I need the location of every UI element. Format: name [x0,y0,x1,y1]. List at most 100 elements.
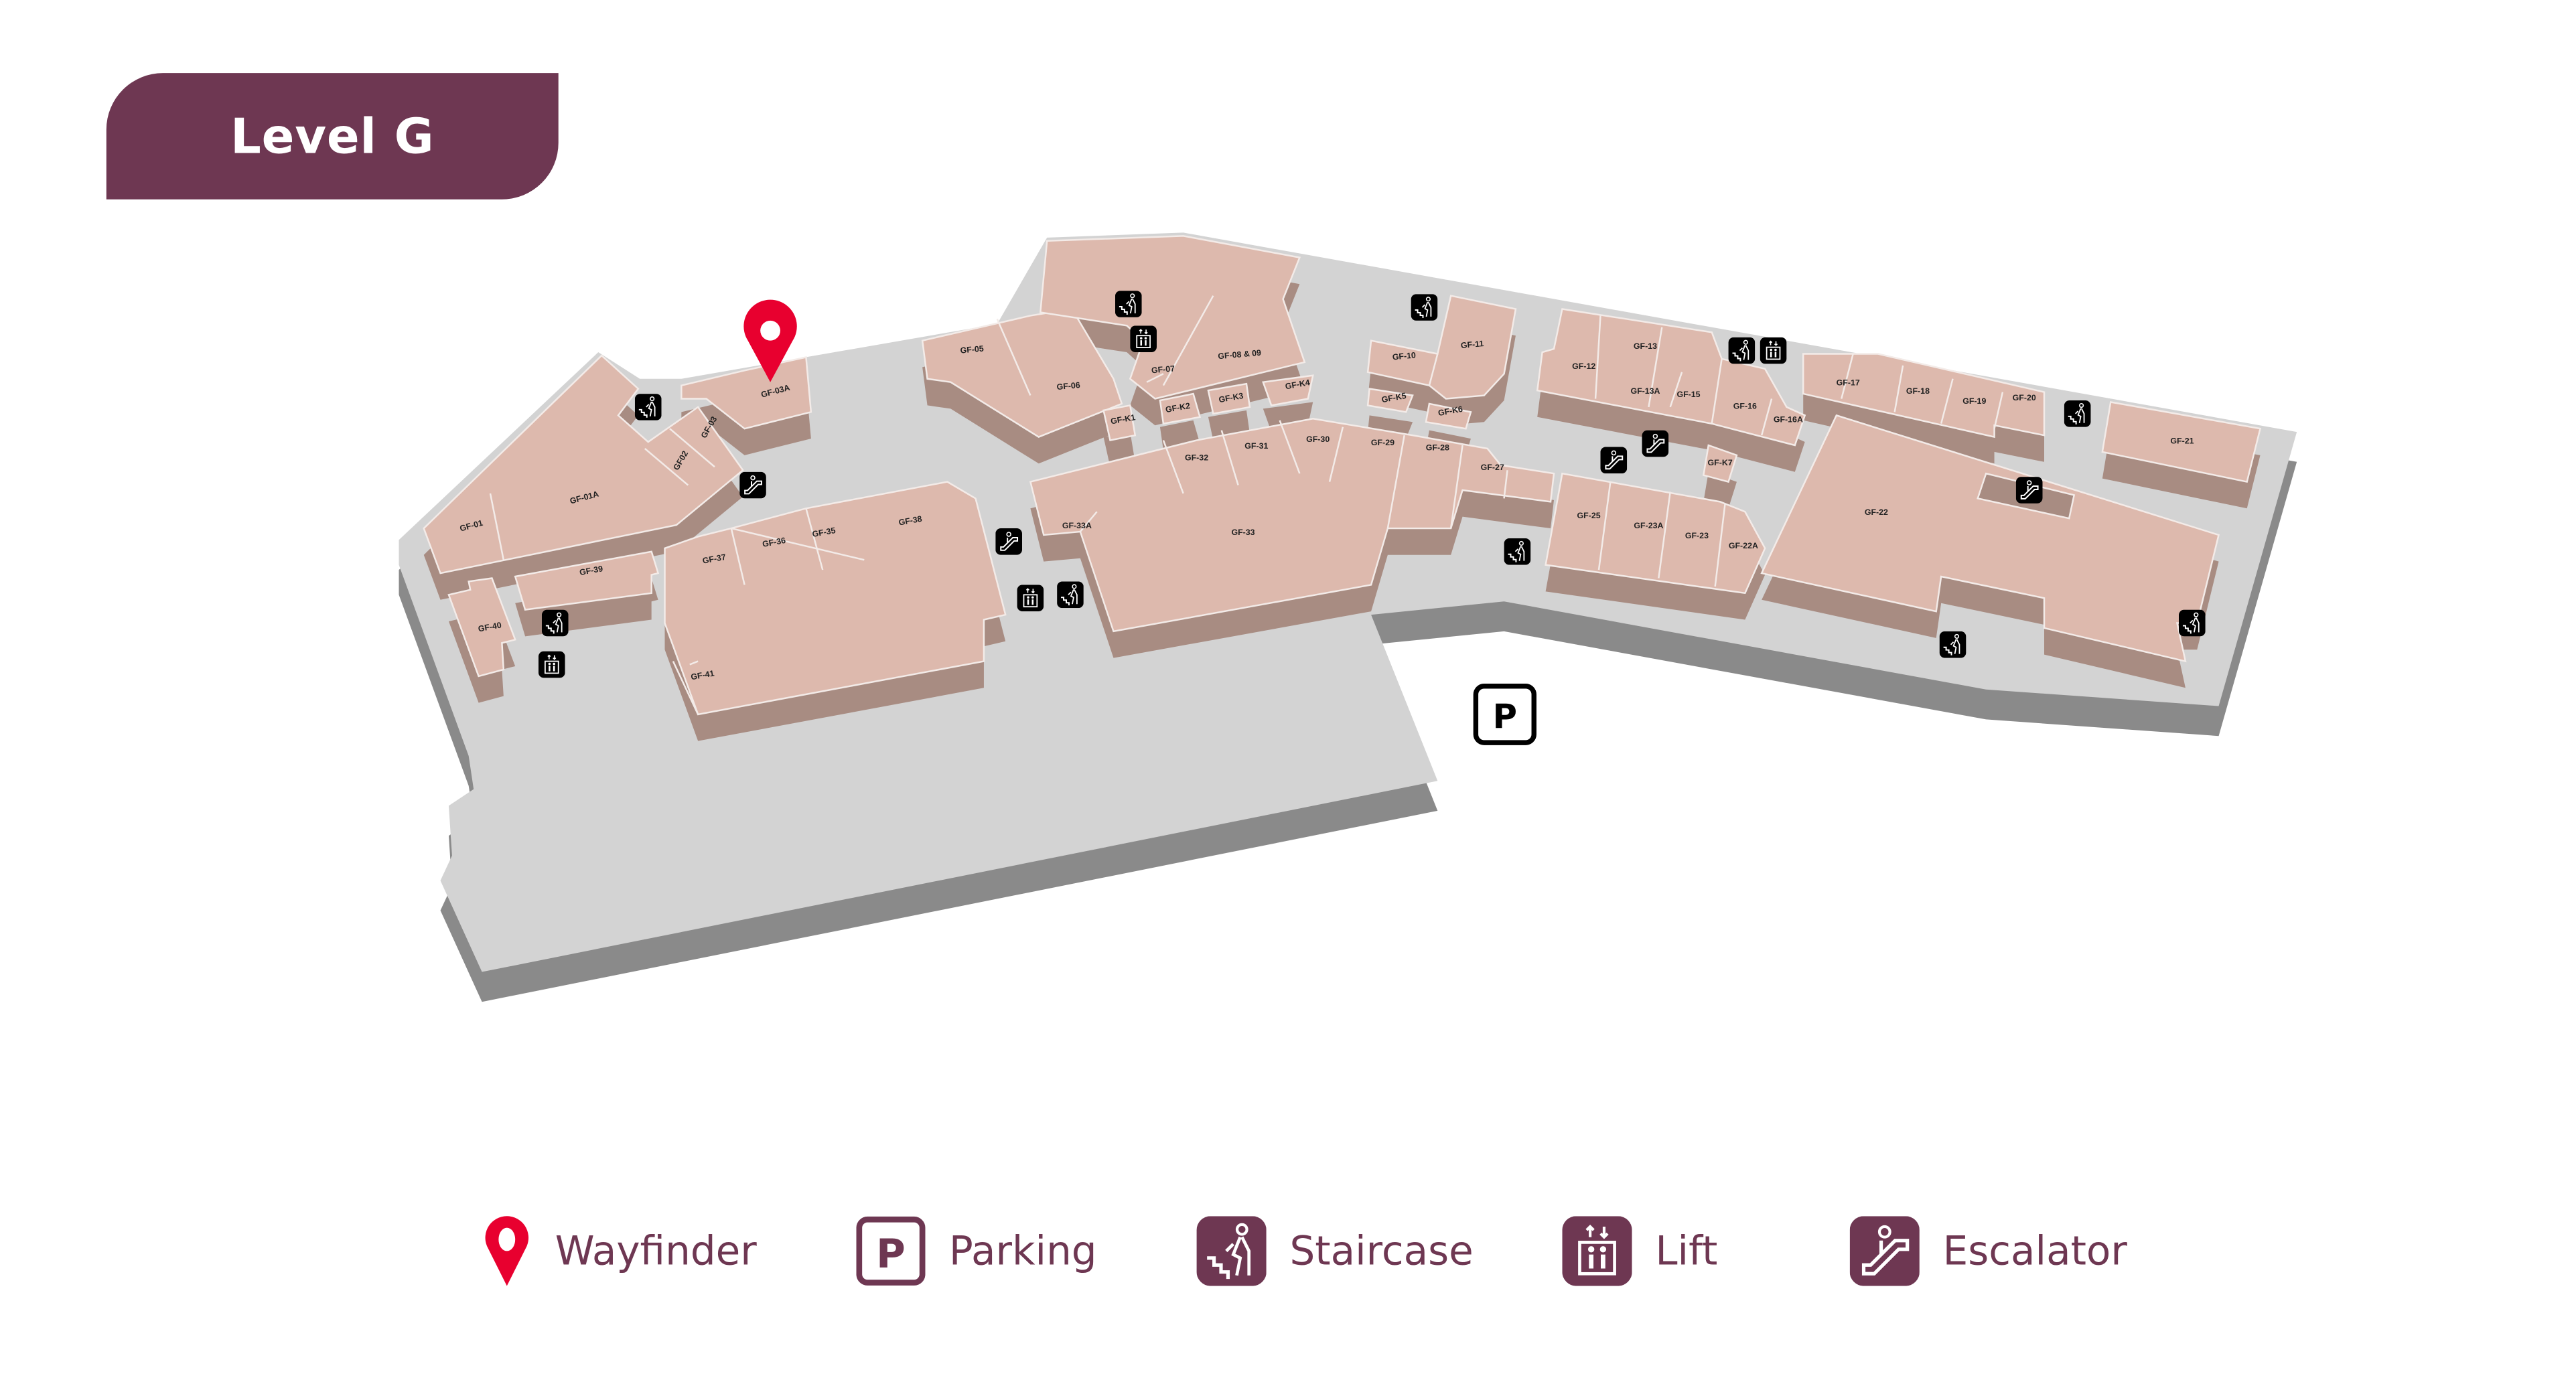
unit-divider [1597,481,1612,570]
legend-label: Lift [1655,1227,1718,1275]
unit-label: GF-40 [478,621,502,634]
unit-divider [1841,354,1854,399]
unit-label: GF-31 [1244,441,1268,451]
unit-divider [1449,445,1463,529]
escalator-icon[interactable] [739,471,766,499]
unit-divider [1669,372,1683,408]
shop-unit[interactable] [1366,388,1414,413]
legend-item-lift: Lift [1562,1213,1717,1289]
unit-divider [1711,358,1723,424]
staircase-icon[interactable] [634,394,662,420]
unit-divider [1162,295,1214,386]
escalator-icon[interactable] [1600,447,1628,474]
unit-label: GF-21 [2170,437,2194,446]
unit-divider [1594,315,1601,399]
shop-unit[interactable] [514,550,660,611]
shop-unit[interactable] [1159,392,1202,425]
unit-label: GF-15 [1676,390,1700,399]
unit-divider [672,661,699,715]
shop-unit[interactable] [1102,404,1137,441]
shop-unit[interactable] [1425,402,1472,430]
unit-divider [1760,398,1773,436]
shop-unit[interactable] [423,354,744,574]
staircase-icon[interactable] [1728,337,1756,364]
parking-icon: P [856,1216,926,1286]
shop-unit[interactable] [447,577,516,678]
escalator-icon[interactable] [2015,477,2043,504]
unit-divider [1328,427,1344,482]
staircase-icon[interactable] [541,609,569,637]
unit-label: GF-28 [1426,443,1449,452]
shop-unit[interactable] [664,481,1007,716]
shop-unit[interactable] [1262,374,1314,406]
legend-item-escalator: Escalator [1850,1213,2127,1289]
unit-label: GF-22 [1865,508,1888,517]
unit-label: GF-K7 [1708,458,1733,467]
unit-label: GF-20 [2013,393,2036,402]
unit-divider [1648,327,1663,408]
lift-icon[interactable] [538,651,565,678]
unit-label: GF-K5 [1381,391,1407,404]
unit-divider [1658,491,1671,579]
unit-divider [489,493,505,560]
legend-label: Escalator [1942,1227,2127,1275]
unit-label: GF-25 [1577,511,1601,520]
unit-label: GF-27 [1481,463,1504,472]
staircase-icon[interactable] [1115,291,1142,317]
staircase-icon[interactable] [2178,609,2206,637]
shop-unit[interactable] [1039,235,1306,400]
unit-label: GF-19 [1962,396,1986,406]
parking-icon [1473,684,1536,745]
staircase-icon[interactable] [1411,294,1438,321]
unit-label: GF-41 [690,668,715,682]
unit-label: GF-11 [1460,339,1484,350]
shop-unit[interactable] [681,356,812,430]
unit-label: GF-16A [1774,414,1803,424]
shop-unit[interactable] [1207,382,1251,415]
legend-label: Staircase [1289,1227,1474,1275]
unit-label: GF-10 [1392,350,1416,362]
parking-marker[interactable]: P [1473,684,1536,745]
shop-unit[interactable] [1029,418,1555,633]
unit-divider [1893,365,1904,412]
lift-icon[interactable] [1017,585,1044,612]
unit-label: GF-K2 [1165,401,1191,414]
escalator-icon[interactable] [1642,430,1669,457]
escalator-icon[interactable] [995,528,1022,555]
unit-label: GF-13 [1634,341,1657,351]
staircase-icon[interactable] [1504,538,1531,565]
unit-label: GF-13A [1630,386,1660,396]
parking-symbol: P [1493,697,1517,736]
unit-divider [731,527,865,561]
unit-label: GF-23 [1685,531,1709,540]
lift-icon[interactable] [1130,325,1157,353]
shop-unit[interactable] [1366,295,1517,400]
unit-divider [644,448,689,486]
staircase-icon[interactable] [1057,581,1084,609]
unit-label: GF-18 [1906,386,1930,396]
unit-label: GF-17 [1837,378,1860,388]
legend-label: Wayfinder [555,1227,757,1275]
unit-label: GF-08 & 09 [1218,348,1262,362]
shop-units [423,235,2262,741]
unit-label: GF-23A [1634,521,1663,530]
shop-unit[interactable] [1702,444,1738,483]
shop-unit[interactable] [2101,401,2262,483]
unit-labels: GF-01GF-01AGF02GF-03GF-03AGF-05GF-06GF-0… [459,339,2194,682]
escalator-icon [1850,1216,1920,1286]
wayfinder-pin[interactable] [743,299,797,382]
unit-label: GF-38 [898,514,923,528]
unit-divider [996,318,1031,396]
level-title: Level G [230,108,435,165]
unit-divider [1428,354,1439,386]
unit-label: GF-05 [960,344,984,356]
shop-unit[interactable] [1760,414,2220,663]
staircase-icon[interactable] [2064,400,2091,427]
shop-unit[interactable] [1802,353,2046,439]
shop-unit[interactable] [1536,308,1806,447]
unit-divider [1940,378,1954,425]
lift-icon [1562,1216,1632,1286]
staircase-icon[interactable] [1939,631,1966,658]
lift-icon[interactable] [1760,337,1787,364]
